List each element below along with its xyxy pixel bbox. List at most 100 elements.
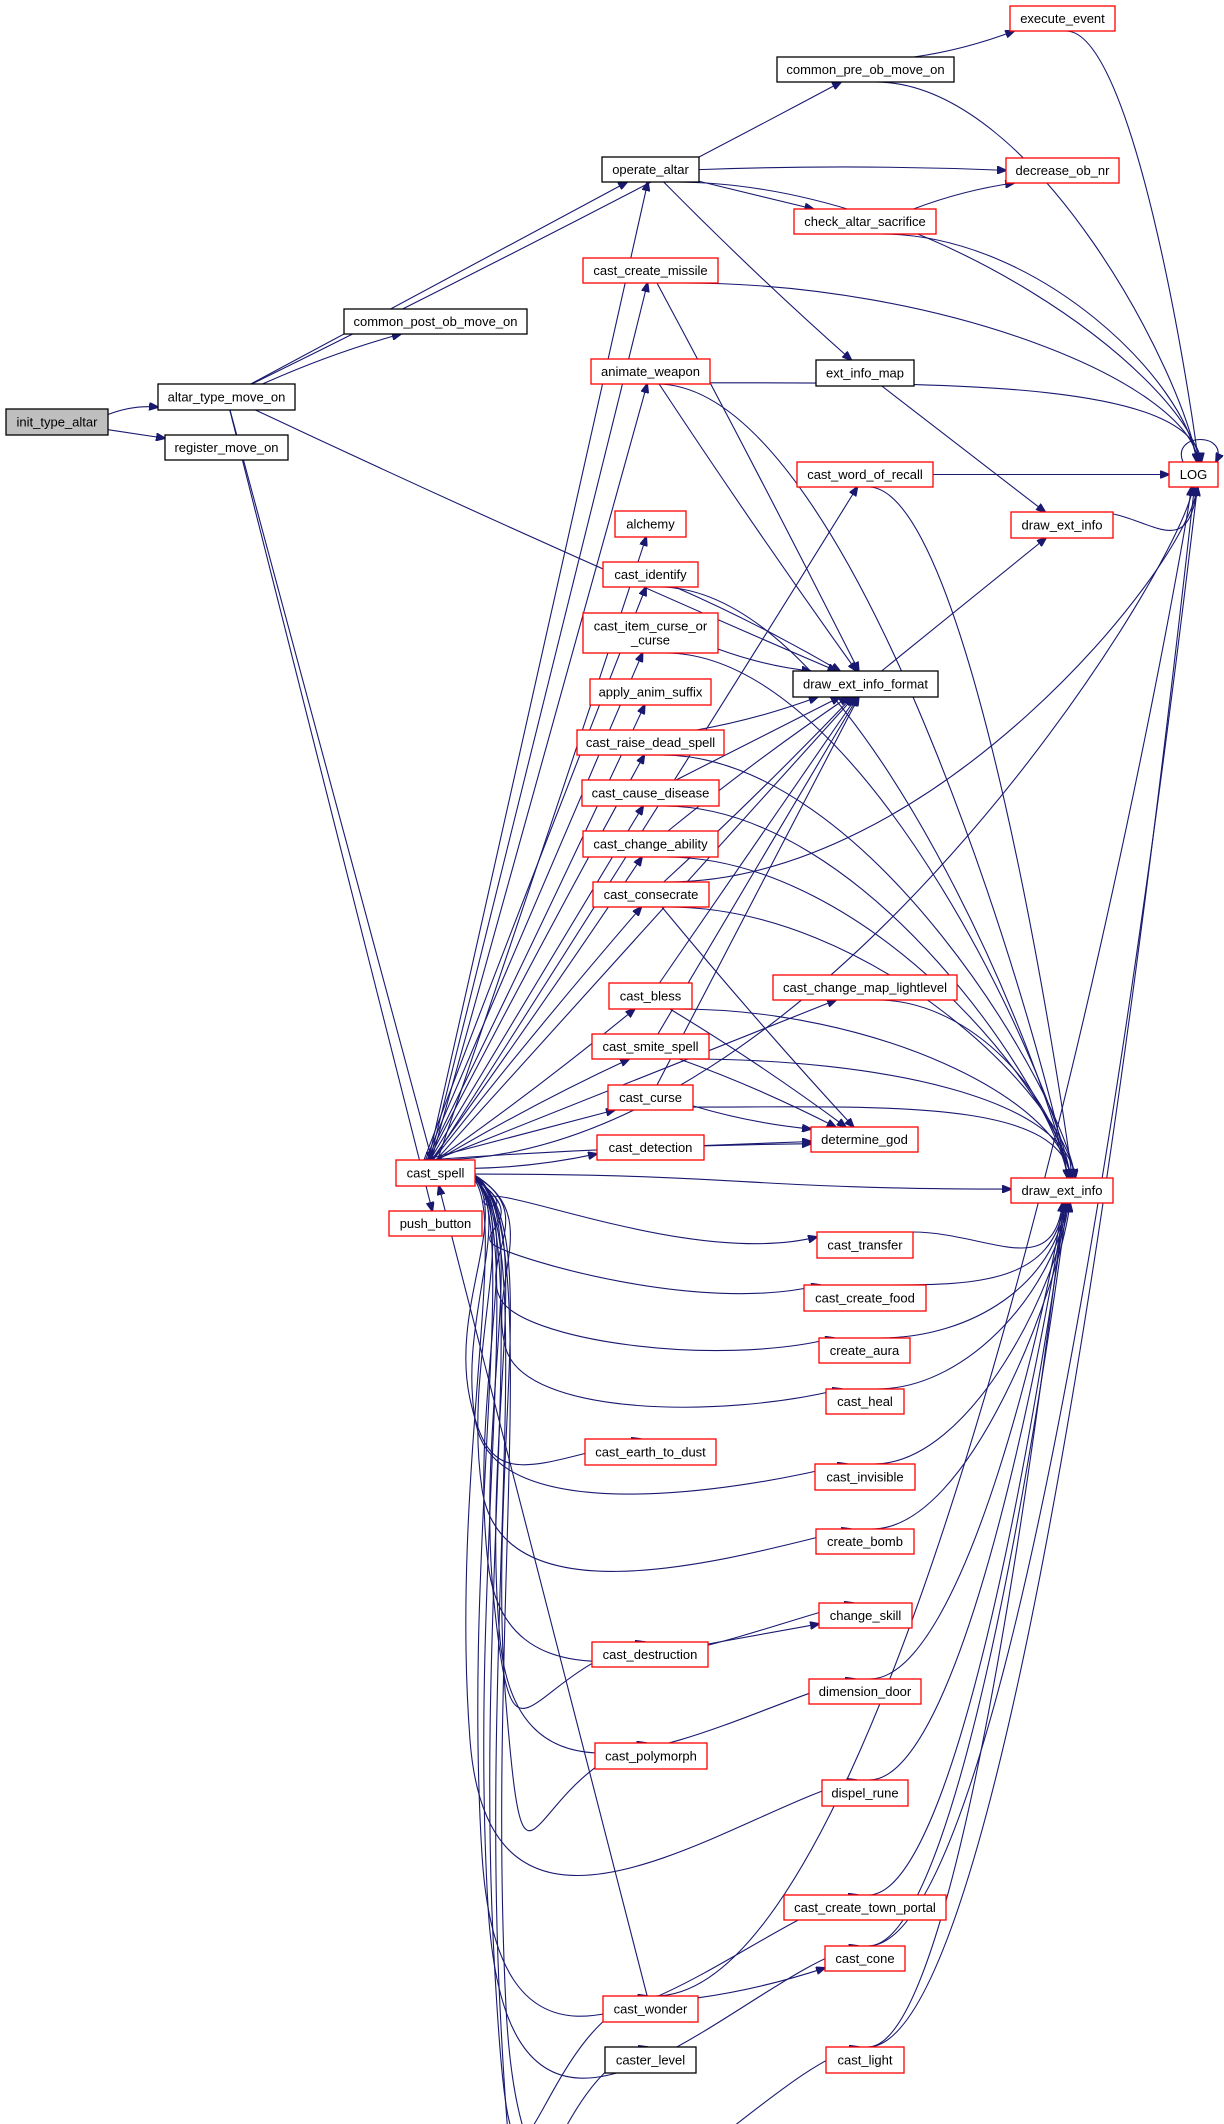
node-register-move-on[interactable]: register_move_on	[164, 434, 289, 461]
node-label: cast_destruction	[603, 1647, 698, 1662]
edge-init_type_altar-to-altar_type_move_on	[107, 407, 158, 415]
node-label: cast_change_ability	[593, 837, 708, 852]
node-draw-ext-info[interactable]: draw_ext_info	[1010, 1177, 1114, 1204]
edge-cast_bless-to-determine_god	[669, 1008, 846, 1127]
node-box	[602, 561, 699, 588]
edge-cast_word_of_recall-to-draw_ext_info	[868, 486, 1072, 1178]
edge-altar_type_move_on-to-common_post_ob_move_on	[262, 334, 400, 385]
node-box	[796, 461, 934, 488]
node-caster-level[interactable]: caster_level	[604, 2046, 697, 2074]
node-ext-info-map[interactable]: ext_info_map	[815, 359, 915, 387]
edge-cast_spell-to-cast_create_town_portal	[472, 1174, 858, 2017]
edge-cast_consecrate-to-determine_god	[661, 906, 854, 1127]
node-label: determine_god	[821, 1132, 908, 1147]
node-cast-item-curse-or-curse[interactable]: cast_item_curse_or_curse	[582, 612, 719, 654]
node-operate-altar[interactable]: operate_altar	[601, 156, 700, 183]
edge-cast_spell-to-caster_level	[472, 1177, 647, 2124]
edge-cast_create_missile-to-draw_ext_info_format	[656, 282, 859, 671]
node-box	[582, 612, 719, 654]
node-label: cast_cone	[835, 1951, 894, 1966]
node-execute-event[interactable]: execute_event	[1009, 5, 1116, 32]
node-cast-word-of-recall[interactable]: cast_word_of_recall	[796, 461, 934, 488]
node-cast-wonder[interactable]: cast_wonder	[602, 1995, 699, 2023]
node-cast-cone[interactable]: cast_cone	[824, 1945, 906, 1972]
node-cast-raise-dead-spell[interactable]: cast_raise_dead_spell	[576, 729, 725, 756]
node-check-altar-sacrifice[interactable]: check_altar_sacrifice	[793, 208, 937, 235]
edge-cast_spell-to-cast_create_food	[472, 1177, 820, 1295]
node-cast-detection[interactable]: cast_detection	[596, 1134, 705, 1161]
node-dimension-door[interactable]: dimension_door	[808, 1678, 922, 1705]
node-altar-type-move-on[interactable]: altar_type_move_on	[157, 383, 296, 411]
edge-create_aura-to-draw_ext_info	[879, 1203, 1066, 1339]
node-cast-polymorph[interactable]: cast_polymorph	[594, 1742, 708, 1770]
node-cast-heal[interactable]: cast_heal	[825, 1388, 905, 1415]
node-label: cast_earth_to_dust	[595, 1445, 706, 1460]
node-push-button[interactable]: push_button	[388, 1210, 483, 1237]
node-box	[1010, 1177, 1114, 1204]
edge-cast_destruction-to-change_skill	[707, 1624, 819, 1645]
node-box	[825, 2046, 905, 2074]
node-cast-bless[interactable]: cast_bless	[608, 982, 693, 1010]
node-apply-anim-suffix[interactable]: apply_anim_suffix	[589, 678, 712, 706]
edge-cast_light-to-LOG	[867, 487, 1195, 2048]
node-cast-spell[interactable]: cast_spell	[395, 1159, 476, 1187]
node-draw-ext-info-top[interactable]: draw_ext_info	[1010, 511, 1114, 539]
node-alchemy[interactable]: alchemy	[614, 510, 687, 538]
node-label: dimension_door	[819, 1684, 912, 1699]
node-cast-transfer[interactable]: cast_transfer	[816, 1231, 914, 1259]
edge-cast_spell-to-cast_polymorph	[472, 1176, 646, 1832]
node-dispel-rune[interactable]: dispel_rune	[821, 1779, 909, 1807]
node-label: caster_level	[616, 2053, 685, 2068]
node-box	[607, 1084, 694, 1111]
node-box	[592, 881, 710, 908]
node-create-bomb[interactable]: create_bomb	[815, 1528, 915, 1555]
node-box	[343, 308, 528, 335]
edge-cast_spell-to-cast_cone	[472, 1175, 858, 2079]
node-label: animate_weapon	[601, 364, 700, 379]
node-cast-consecrate[interactable]: cast_consecrate	[592, 881, 710, 908]
edge-check_altar_sacrifice-to-decrease_ob_nr	[913, 183, 1014, 210]
node-cast-earth-to-dust[interactable]: cast_earth_to_dust	[584, 1438, 717, 1466]
node-box	[825, 1388, 905, 1415]
node-box	[824, 1945, 906, 1972]
edge-cast_smite_spell-to-draw_ext_info	[686, 1058, 1075, 1178]
node-cast-destruction[interactable]: cast_destruction	[591, 1641, 709, 1668]
node-animate-weapon[interactable]: animate_weapon	[590, 358, 711, 385]
node-box	[815, 1528, 915, 1555]
node-cast-change-map-lightlevel[interactable]: cast_change_map_lightlevel	[772, 974, 958, 1001]
node-cast-create-town-portal[interactable]: cast_create_town_portal	[783, 1894, 947, 1921]
node-draw-ext-info-format[interactable]: draw_ext_info_format	[792, 670, 939, 698]
node-cast-change-ability[interactable]: cast_change_ability	[582, 830, 719, 858]
node-cast-curse[interactable]: cast_curse	[607, 1084, 694, 1111]
node-cast-light[interactable]: cast_light	[825, 2046, 905, 2074]
node-cast-smite-spell[interactable]: cast_smite_spell	[591, 1033, 710, 1060]
node-decrease-ob-nr[interactable]: decrease_ob_nr	[1005, 157, 1120, 184]
node-box	[810, 1126, 919, 1153]
node-cast-create-missile[interactable]: cast_create_missile	[582, 257, 719, 284]
node-label: cast_cause_disease	[592, 786, 710, 801]
node-box	[581, 779, 720, 807]
node-label: init_type_altar	[17, 415, 99, 430]
edge-cast_change_map_lightlevel-to-draw_ext_info	[877, 999, 1068, 1178]
node-create-aura[interactable]: create_aura	[818, 1337, 911, 1364]
node-box	[1168, 461, 1219, 488]
node-cast-create-food[interactable]: cast_create_food	[803, 1284, 927, 1312]
edge-altar_type_move_on-to-push_button	[229, 409, 433, 1211]
node-label: cast_detection	[609, 1140, 693, 1155]
node-cast-identify[interactable]: cast_identify	[602, 561, 699, 588]
node-box	[584, 1438, 717, 1466]
edge-cast_curse-to-determine_god	[692, 1105, 811, 1129]
edge-cast_smite_spell-to-determine_god	[679, 1058, 835, 1127]
node-determine-god[interactable]: determine_god	[810, 1126, 919, 1153]
node-common-post-ob-move-on[interactable]: common_post_ob_move_on	[343, 308, 528, 335]
node-cast-cause-disease[interactable]: cast_cause_disease	[581, 779, 720, 807]
node-cast-invisible[interactable]: cast_invisible	[814, 1463, 916, 1491]
node-common-pre-ob-move-on[interactable]: common_pre_ob_move_on	[776, 56, 955, 83]
node-change-skill[interactable]: change_skill	[818, 1602, 913, 1629]
node-LOG[interactable]: LOG	[1168, 461, 1219, 488]
edge-cast_spell-to-cast_transfer	[472, 1176, 817, 1245]
node-label: operate_altar	[612, 162, 689, 177]
node-label: cast_raise_dead_spell	[586, 735, 715, 750]
node-label: alchemy	[626, 517, 675, 532]
